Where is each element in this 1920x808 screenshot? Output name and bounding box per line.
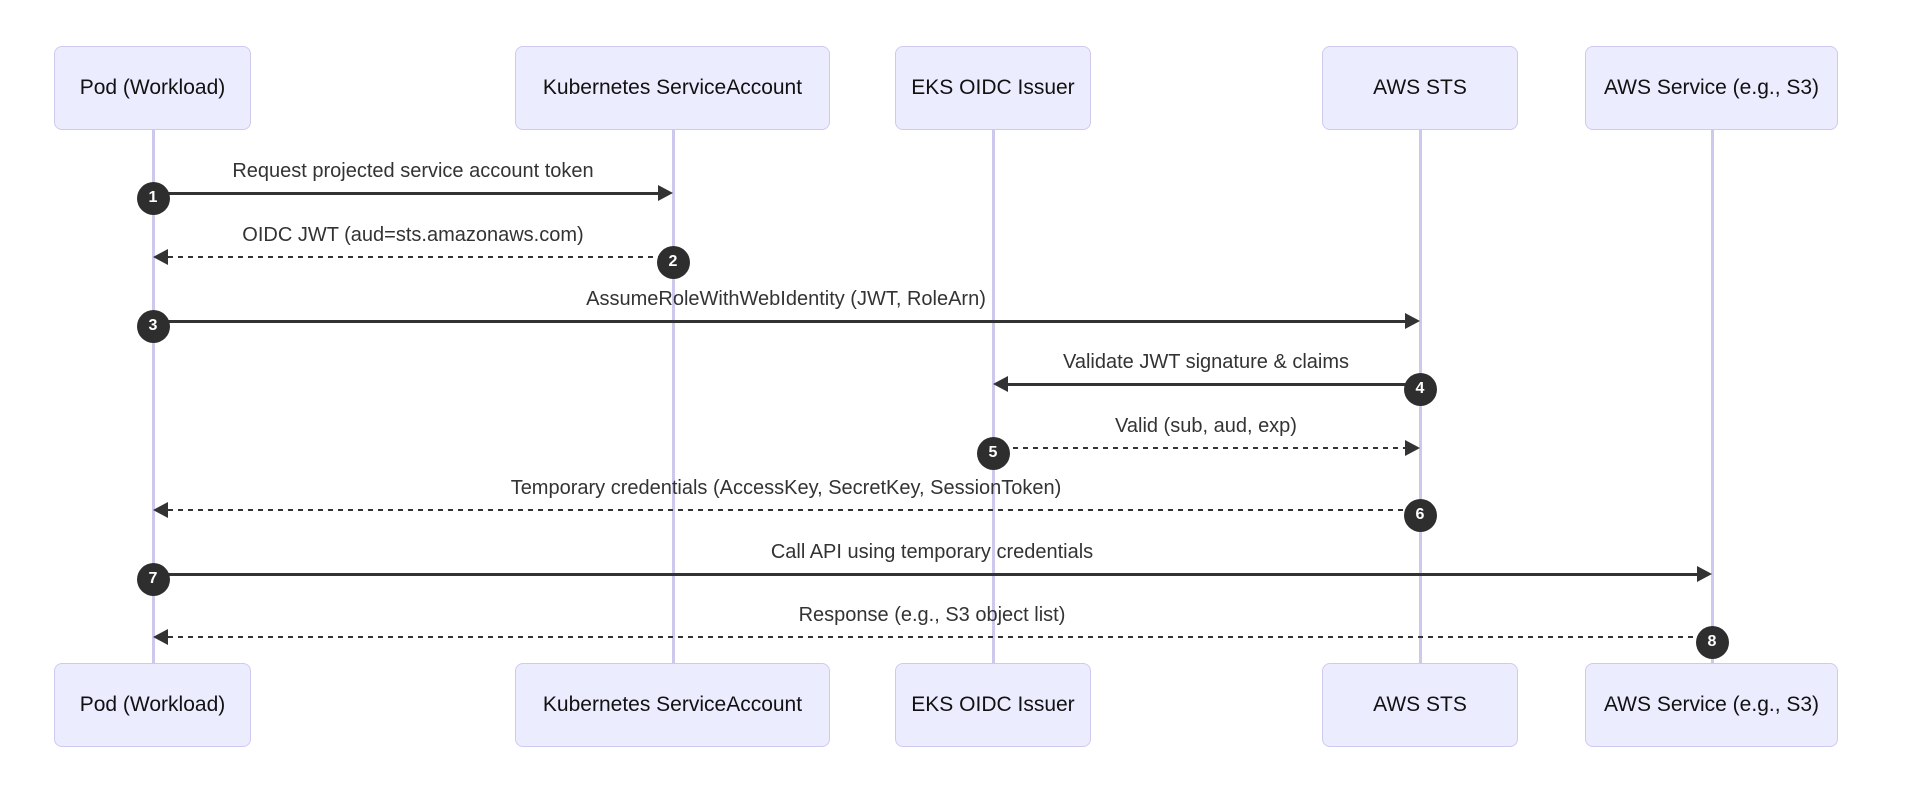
actor-label: AWS Service (e.g., S3) [1603, 76, 1820, 99]
message-1-label: Request projected service account token [232, 160, 594, 182]
message-5-label: Valid (sub, aud, exp) [1115, 415, 1297, 437]
message-2-arrowhead-icon [153, 249, 168, 265]
actor-box-aws-sts-top: AWS STS [1322, 46, 1518, 130]
actor-label: Kubernetes ServiceAccount [542, 693, 803, 716]
actor-box-aws-service-bottom: AWS Service (e.g., S3) [1585, 663, 1838, 747]
actor-label: Pod (Workload) [79, 693, 226, 716]
message-3-seq-badge: 3 [136, 309, 170, 343]
actor-label: Kubernetes ServiceAccount [542, 76, 803, 99]
actor-box-pod-top: Pod (Workload) [54, 46, 251, 130]
actor-label: AWS STS [1373, 76, 1467, 99]
actor-box-k8s-serviceaccount-bottom: Kubernetes ServiceAccount [515, 663, 830, 747]
actor-box-eks-oidc-issuer-top: EKS OIDC Issuer [895, 46, 1091, 130]
lifeline-pod [151, 130, 155, 663]
message-5-line [993, 446, 1405, 449]
message-6-arrowhead-icon [153, 502, 168, 518]
actor-box-aws-service-top: AWS Service (e.g., S3) [1585, 46, 1838, 130]
message-5-arrowhead-icon [1405, 440, 1420, 456]
actor-box-k8s-serviceaccount-top: Kubernetes ServiceAccount [515, 46, 830, 130]
message-4-arrowhead-icon [993, 376, 1008, 392]
lifeline-eks-oidc-issuer [991, 130, 995, 663]
message-1-arrowhead-icon [658, 185, 673, 201]
message-2-seq-badge: 2 [656, 245, 690, 279]
message-4-line [1008, 382, 1420, 386]
message-3-label: AssumeRoleWithWebIdentity (JWT, RoleArn) [586, 288, 986, 310]
message-7-line [153, 572, 1698, 576]
message-8-arrowhead-icon [153, 629, 168, 645]
message-1-line [153, 191, 659, 195]
message-6-seq-badge: 6 [1403, 498, 1437, 532]
lifeline-k8s-serviceaccount [671, 130, 675, 663]
message-2-label: OIDC JWT (aud=sts.amazonaws.com) [242, 224, 584, 246]
lifeline-aws-service [1710, 130, 1714, 663]
actor-box-eks-oidc-issuer-bottom: EKS OIDC Issuer [895, 663, 1091, 747]
message-7-seq-badge: 7 [136, 562, 170, 596]
message-8-label: Response (e.g., S3 object list) [798, 604, 1066, 626]
actor-label: EKS OIDC Issuer [911, 76, 1075, 99]
actor-box-pod-bottom: Pod (Workload) [54, 663, 251, 747]
actor-label: AWS Service (e.g., S3) [1603, 693, 1820, 716]
message-3-line [153, 319, 1406, 323]
message-8-seq-badge: 8 [1695, 625, 1729, 659]
message-5-seq-badge: 5 [976, 436, 1010, 470]
message-7-label: Call API using temporary credentials [770, 541, 1094, 563]
actor-box-aws-sts-bottom: AWS STS [1322, 663, 1518, 747]
message-6-label: Temporary credentials (AccessKey, Secret… [510, 477, 1062, 499]
actor-label: Pod (Workload) [79, 76, 226, 99]
message-6-line [168, 508, 1420, 511]
message-4-label: Validate JWT signature & claims [1062, 351, 1350, 373]
message-4-seq-badge: 4 [1403, 372, 1437, 406]
message-8-line [168, 635, 1712, 638]
actor-label: AWS STS [1373, 693, 1467, 716]
message-1-seq-badge: 1 [136, 181, 170, 215]
message-7-arrowhead-icon [1697, 566, 1712, 582]
message-3-arrowhead-icon [1405, 313, 1420, 329]
actor-label: EKS OIDC Issuer [911, 693, 1075, 716]
message-2-line [168, 255, 673, 258]
